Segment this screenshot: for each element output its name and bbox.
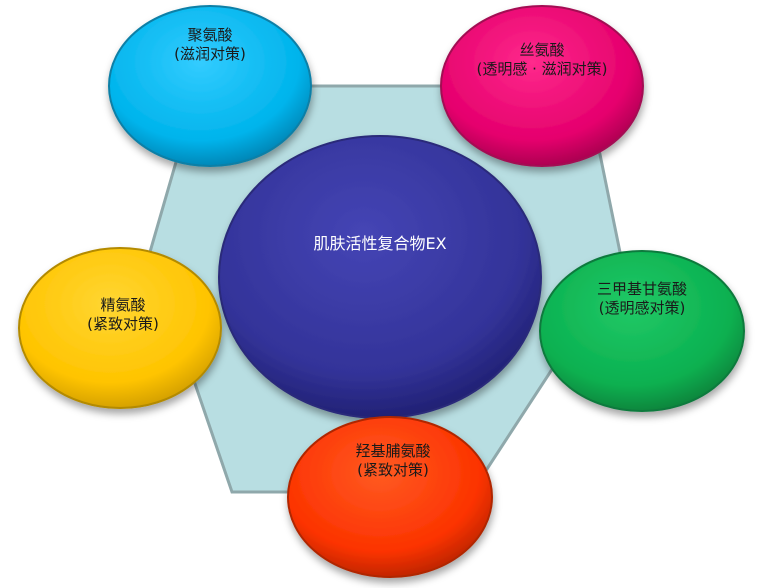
- node-ellipse-arginine: [18, 247, 222, 409]
- node-name-polyglutamic: 聚氨酸: [187, 26, 233, 44]
- node-note-arginine: (紧致对策): [87, 315, 159, 333]
- node-name-serine: 丝氨酸: [519, 41, 565, 59]
- center-title-text: 肌肤活性复合物EX: [313, 234, 447, 253]
- node-label-trimethylglycine: 三甲基甘氨酸 (透明感对策): [567, 280, 717, 318]
- node-ellipse-serine: [440, 5, 644, 167]
- node-ellipse-polyglutamic: [108, 5, 312, 167]
- node-label-hydroxyproline: 羟基脯氨酸 (紧致对策): [318, 442, 468, 480]
- node-name-arginine: 精氨酸: [100, 296, 146, 314]
- node-label-serine: 丝氨酸 (透明感 · 滋润对策): [452, 41, 632, 79]
- node-note-polyglutamic: (滋润对策): [174, 45, 246, 63]
- node-label-arginine: 精氨酸 (紧致对策): [48, 296, 198, 334]
- node-label-polyglutamic: 聚氨酸 (滋润对策): [130, 26, 290, 64]
- center-title: 肌肤活性复合物EX: [280, 234, 480, 253]
- center-ellipse: [218, 135, 542, 419]
- node-note-hydroxyproline: (紧致对策): [357, 461, 429, 479]
- node-note-trimethylglycine: (透明感对策): [598, 299, 686, 317]
- node-ellipse-trimethylglycine: [539, 250, 745, 412]
- node-name-trimethylglycine: 三甲基甘氨酸: [596, 280, 687, 298]
- node-note-serine: (透明感 · 滋润对策): [476, 60, 608, 78]
- node-ellipse-hydroxyproline: [287, 416, 493, 578]
- node-name-hydroxyproline: 羟基脯氨酸: [355, 442, 431, 460]
